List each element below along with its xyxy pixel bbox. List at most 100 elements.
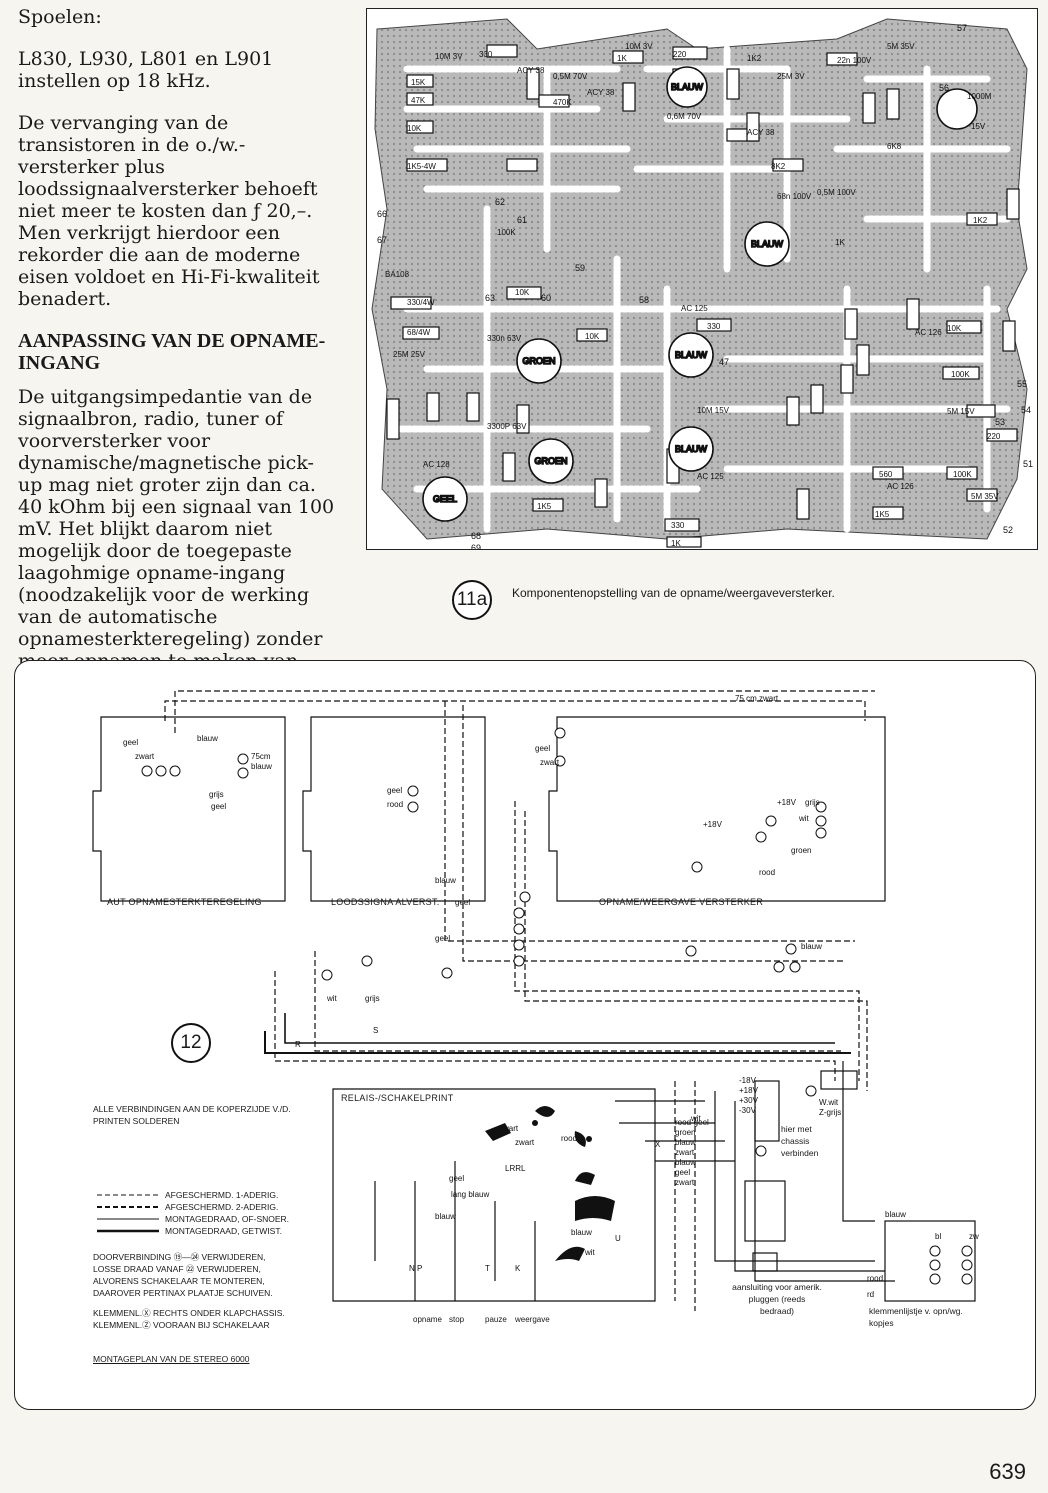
svg-text:BLAUW: BLAUW	[751, 239, 784, 249]
svg-text:geel: geel	[123, 738, 138, 747]
svg-text:P: P	[417, 1264, 422, 1273]
figure-11a-badge: 11a	[452, 580, 492, 620]
svg-text:ACY 38: ACY 38	[587, 88, 615, 97]
svg-text:grijs: grijs	[209, 790, 224, 799]
module-label-rec-play-amp: OPNAME/WEERGAVE VERSTERKER	[599, 897, 764, 907]
svg-text:AC 126: AC 126	[915, 328, 942, 337]
svg-text:330: 330	[479, 50, 493, 59]
svg-text:T: T	[485, 1264, 490, 1273]
instruction-4: DAAROVER PERTINAX PLAATJE SCHUIVEN.	[93, 1288, 273, 1298]
svg-text:geel: geel	[435, 934, 450, 943]
svg-text:67: 67	[377, 235, 387, 245]
svg-text:560: 560	[879, 470, 893, 479]
svg-text:K: K	[515, 1264, 521, 1273]
svg-text:zwart: zwart	[540, 758, 560, 767]
svg-text:rood: rood	[561, 1134, 577, 1143]
svg-text:blauw: blauw	[571, 1228, 592, 1237]
instruction-3: ALVORENS SCHAKELAAR TE MONTEREN,	[93, 1276, 265, 1286]
svg-text:rood: rood	[867, 1274, 883, 1283]
svg-text:LRRL: LRRL	[505, 1164, 526, 1173]
svg-text:330/4W: 330/4W	[407, 298, 435, 307]
switch-label-stop: stop	[449, 1315, 465, 1324]
svg-text:rd: rd	[867, 1290, 874, 1299]
svg-text:geel: geel	[387, 786, 402, 795]
svg-text:+30V: +30V	[739, 1096, 759, 1105]
svg-text:BA108: BA108	[385, 270, 410, 279]
svg-text:zwart: zwart	[675, 1178, 695, 1187]
svg-text:5M 15V: 5M 15V	[947, 407, 975, 416]
svg-text:5M 35V: 5M 35V	[887, 42, 915, 51]
svg-text:58: 58	[639, 295, 649, 305]
svg-text:zwart: zwart	[135, 752, 155, 761]
figure-11a-caption-text: Komponentenopstelling van de opname/weer…	[512, 586, 835, 600]
svg-text:10K: 10K	[585, 332, 600, 341]
svg-text:rood-geel: rood-geel	[675, 1118, 709, 1127]
legend-shielded-2: AFGESCHERMD. 2-ADERIG.	[165, 1202, 279, 1212]
legend-twisted: MONTAGEDRAAD, GETWIST.	[165, 1226, 282, 1236]
note-chassis: hier met chassis verbinden	[781, 1124, 819, 1158]
svg-text:AC 125: AC 125	[681, 304, 708, 313]
svg-text:BLAUW: BLAUW	[671, 82, 704, 92]
svg-text:55: 55	[1017, 379, 1027, 389]
svg-text:10M 15V: 10M 15V	[697, 406, 730, 415]
module-label-pilot-amp: LOODSSIGNA ALVERST.	[331, 897, 440, 907]
article-text-column: Spoelen: L830, L930, L801 en L901 instel…	[18, 6, 338, 736]
svg-text:AC 125: AC 125	[697, 472, 724, 481]
svg-text:25M 3V: 25M 3V	[777, 72, 805, 81]
svg-text:blauw: blauw	[675, 1158, 696, 1167]
svg-text:15V: 15V	[971, 122, 986, 131]
svg-text:ACY 38: ACY 38	[747, 128, 775, 137]
svg-text:66: 66	[377, 209, 387, 219]
svg-text:57: 57	[957, 23, 967, 33]
svg-text:15K: 15K	[411, 78, 426, 87]
module-label-relay-board: RELAIS-/SCHAKELPRINT	[341, 1093, 454, 1103]
switch-label-weergave: weergave	[515, 1315, 550, 1324]
pcb-component-layout: BLAUW BLAUW GROEN BLAUW GROEN BLAUW GEEL…	[366, 8, 1038, 550]
svg-text:470K: 470K	[553, 98, 572, 107]
svg-text:10K: 10K	[947, 324, 962, 333]
svg-text:grijs: grijs	[365, 994, 380, 1003]
page-number: 639	[989, 1459, 1026, 1484]
svg-text:10K: 10K	[515, 288, 530, 297]
svg-text:zwart: zwart	[515, 1138, 535, 1147]
svg-text:1K5-4W: 1K5-4W	[407, 162, 436, 171]
svg-text:3300P 63V: 3300P 63V	[487, 422, 527, 431]
svg-text:10M 3V: 10M 3V	[435, 52, 463, 61]
svg-text:61: 61	[517, 215, 527, 225]
svg-text:geel: geel	[675, 1168, 690, 1177]
module-label-auto-level: AUT OPNAMESTERKTEREGELING	[107, 897, 262, 907]
svg-text:groen: groen	[791, 846, 811, 855]
svg-text:GROEN: GROEN	[522, 356, 555, 366]
svg-text:wit: wit	[584, 1248, 596, 1257]
svg-text:1K2: 1K2	[747, 54, 762, 63]
paragraph-transistors: De vervanging van de transistoren in de …	[18, 112, 320, 310]
svg-text:0,6M 70V: 0,6M 70V	[667, 112, 702, 121]
svg-text:69: 69	[471, 543, 481, 549]
svg-text:220: 220	[673, 50, 687, 59]
svg-text:groen: groen	[675, 1128, 695, 1137]
svg-text:BLAUW: BLAUW	[675, 444, 708, 454]
svg-text:Z-grijs: Z-grijs	[819, 1108, 841, 1117]
svg-text:75cm: 75cm	[251, 752, 271, 761]
svg-text:1K: 1K	[835, 238, 845, 247]
svg-text:+18V: +18V	[739, 1086, 759, 1095]
svg-text:8K2: 8K2	[771, 162, 786, 171]
svg-text:R: R	[295, 1040, 301, 1049]
svg-text:53: 53	[995, 417, 1005, 427]
svg-text:wit: wit	[690, 1114, 702, 1123]
paragraph-coils: L830, L930, L801 en L901 instellen op 18…	[18, 48, 274, 92]
svg-text:1K2: 1K2	[973, 216, 988, 225]
svg-text:68n 100V: 68n 100V	[777, 192, 812, 201]
svg-text:22n 100V: 22n 100V	[837, 56, 872, 65]
svg-text:1000M: 1000M	[967, 92, 992, 101]
svg-text:68: 68	[471, 531, 481, 541]
svg-text:W.wit: W.wit	[819, 1098, 839, 1107]
svg-text:5M 35V: 5M 35V	[971, 492, 999, 501]
svg-text:330: 330	[707, 322, 721, 331]
svg-text:1K5: 1K5	[537, 502, 552, 511]
svg-text:X: X	[655, 1140, 661, 1149]
svg-text:1K: 1K	[617, 54, 627, 63]
svg-text:AC 126: AC 126	[887, 482, 914, 491]
